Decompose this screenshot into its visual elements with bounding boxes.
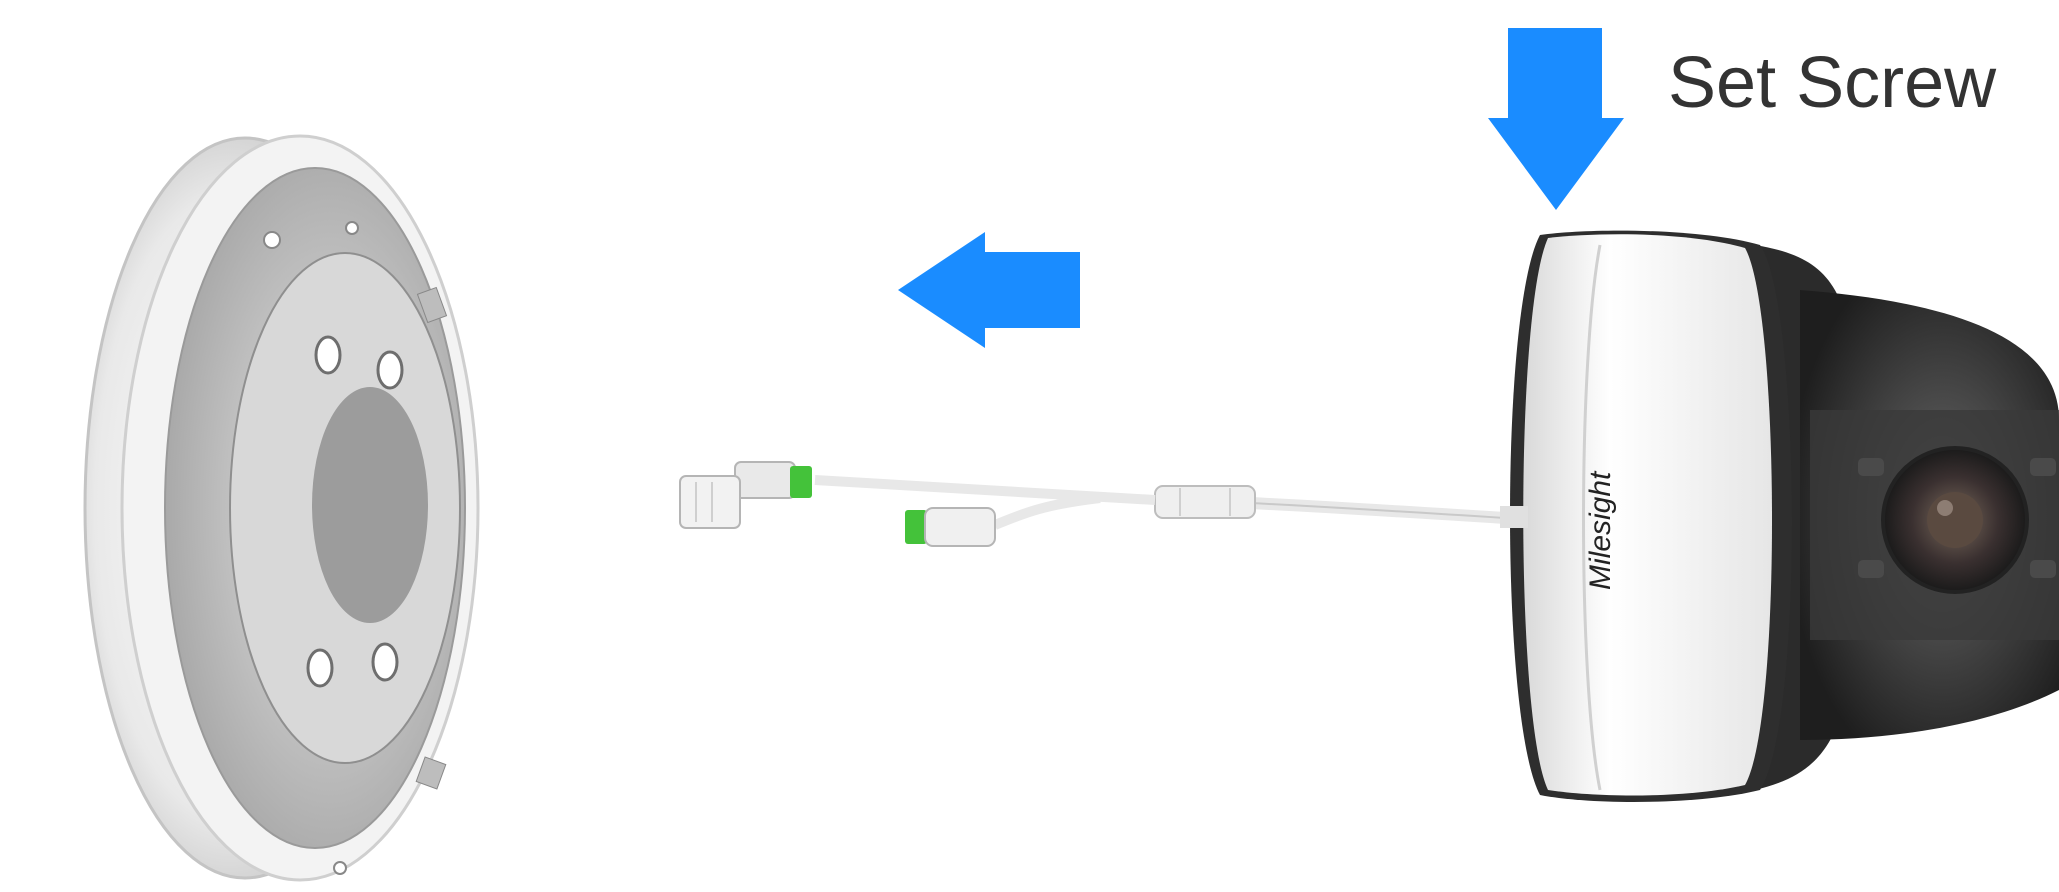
power-connector — [905, 508, 995, 546]
set-screw-label: Set Screw — [1668, 38, 1996, 128]
network-cable — [680, 462, 1505, 546]
arrow-down-icon — [1488, 28, 1624, 210]
mount-bracket — [85, 136, 478, 880]
arrow-left-icon — [898, 232, 1080, 348]
rj45-connector — [680, 462, 812, 528]
camera-brand-label: Milesight — [1584, 470, 1617, 590]
dome-camera: Milesight — [1500, 231, 2059, 802]
